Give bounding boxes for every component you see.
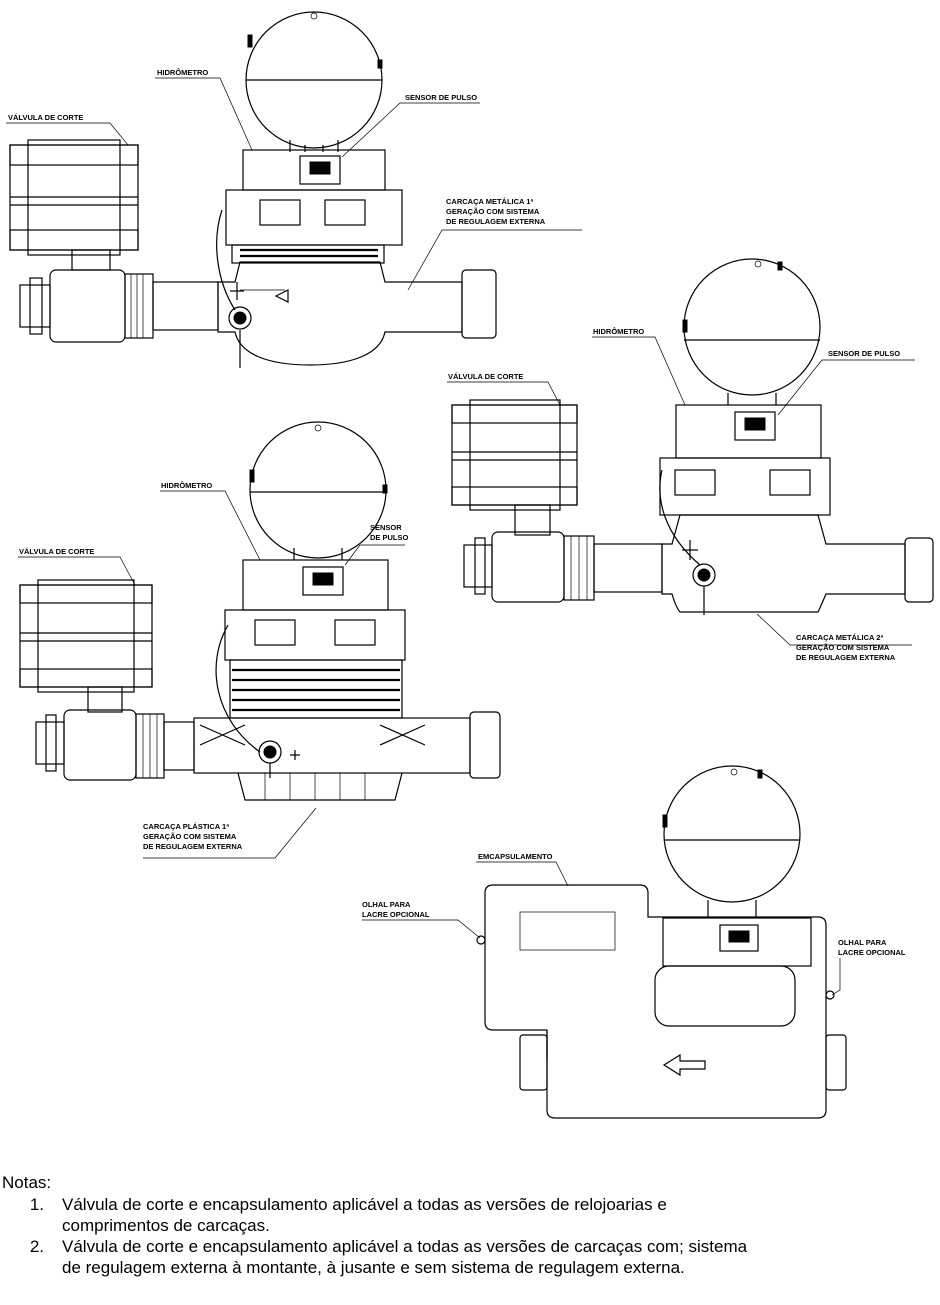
note-text: Válvula de corte e encapsulamento aplicá…: [62, 1236, 938, 1278]
note-line: Válvula de corte e encapsulamento aplicá…: [62, 1195, 667, 1214]
label-carcaca-c-2: GERAÇÃO COM SISTEMA: [143, 832, 237, 841]
label-sensor-c-1: SENSOR: [370, 523, 402, 532]
meter-body-c: [193, 559, 501, 801]
note-number: 1.: [29, 1195, 44, 1214]
label-carcaca-b-2: GERAÇÃO COM SISTEMA: [796, 643, 890, 652]
dial-cover-b: [682, 258, 821, 405]
label-olhal-left-1: OLHAL PARA: [362, 900, 411, 909]
label-sensor-a: SENSOR DE PULSO: [405, 93, 477, 102]
valve-actuator-c: [19, 579, 153, 713]
technical-drawing: HIDRÔMETRO VÁLVULA DE CORTE SENSOR DE PU…: [6, 11, 934, 1119]
leaders-d: [362, 861, 841, 996]
label-sensor-b: SENSOR DE PULSO: [828, 349, 900, 358]
label-olhal-right-1: OLHAL PARA: [838, 938, 887, 947]
dial-cover-c: [249, 421, 388, 560]
label-carcaca-a-3: DE REGULAGEM EXTERNA: [446, 217, 546, 226]
label-hidrometro-b: HIDRÔMETRO: [593, 327, 644, 336]
label-olhal-left-2: LACRE OPCIONAL: [362, 910, 430, 919]
label-olhal-right-2: LACRE OPCIONAL: [838, 948, 906, 957]
meter-body-b: [659, 404, 934, 615]
label-valvula-a: VÁLVULA DE CORTE: [8, 113, 83, 122]
assembly-metal-gen2: HIDRÔMETRO VÁLVULA DE CORTE SENSOR DE PU…: [447, 258, 934, 662]
valve-actuator-b: [451, 399, 578, 536]
valve-body-a: [19, 269, 219, 343]
label-valvula-c: VÁLVULA DE CORTE: [19, 547, 94, 556]
assembly-encapsulation: EMCAPSULAMENTO OLHAL PARA LACRE OPCIONAL…: [362, 765, 906, 1119]
label-carcaca-b-1: CARCAÇA METÁLICA 2ª: [796, 633, 883, 642]
label-hidrometro-c: HIDRÔMETRO: [161, 481, 212, 490]
notes-section: Notas: 1. Válvula de corte e encapsulame…: [2, 1172, 938, 1278]
label-sensor-c-2: DE PULSO: [370, 533, 409, 542]
assembly-metal-gen1: HIDRÔMETRO VÁLVULA DE CORTE SENSOR DE PU…: [6, 11, 582, 368]
leaders-a: [6, 77, 582, 291]
dial-cover-d: [662, 765, 801, 918]
note-item-1: 1. Válvula de corte e encapsulamento apl…: [2, 1194, 938, 1236]
assembly-plastic-gen1: HIDRÔMETRO VÁLVULA DE CORTE SENSOR DE PU…: [18, 421, 501, 859]
label-hidrometro-a: HIDRÔMETRO: [157, 68, 208, 77]
note-text: Válvula de corte e encapsulamento aplicá…: [62, 1194, 938, 1236]
note-item-2: 2. Válvula de corte e encapsulamento apl…: [2, 1236, 938, 1278]
label-carcaca-a-2: GERAÇÃO COM SISTEMA: [446, 207, 540, 216]
label-carcaca-c-1: CARCAÇA PLÁSTICA 1ª: [143, 822, 229, 831]
note-number: 2.: [29, 1237, 44, 1256]
note-line: de regulagem externa à montante, à jusan…: [62, 1258, 685, 1277]
leaders-b: [447, 336, 915, 646]
leaders-c: [18, 490, 405, 859]
note-line: Válvula de corte e encapsulamento aplicá…: [62, 1237, 748, 1256]
label-encapsulamento: EMCAPSULAMENTO: [478, 852, 553, 861]
valve-actuator-a: [9, 139, 139, 271]
meter-body-a: [216, 149, 497, 368]
notes-title: Notas:: [2, 1173, 52, 1192]
label-carcaca-c-3: DE REGULAGEM EXTERNA: [143, 842, 243, 851]
valve-body-b: [463, 531, 663, 603]
label-carcaca-a-1: CARCAÇA METÁLICA 1ª: [446, 197, 533, 206]
label-valvula-b: VÁLVULA DE CORTE: [448, 372, 523, 381]
valve-body-c: [35, 709, 195, 781]
note-line: comprimentos de carcaças.: [62, 1216, 270, 1235]
dial-cover-a: [245, 11, 383, 152]
label-carcaca-b-3: DE REGULAGEM EXTERNA: [796, 653, 896, 662]
